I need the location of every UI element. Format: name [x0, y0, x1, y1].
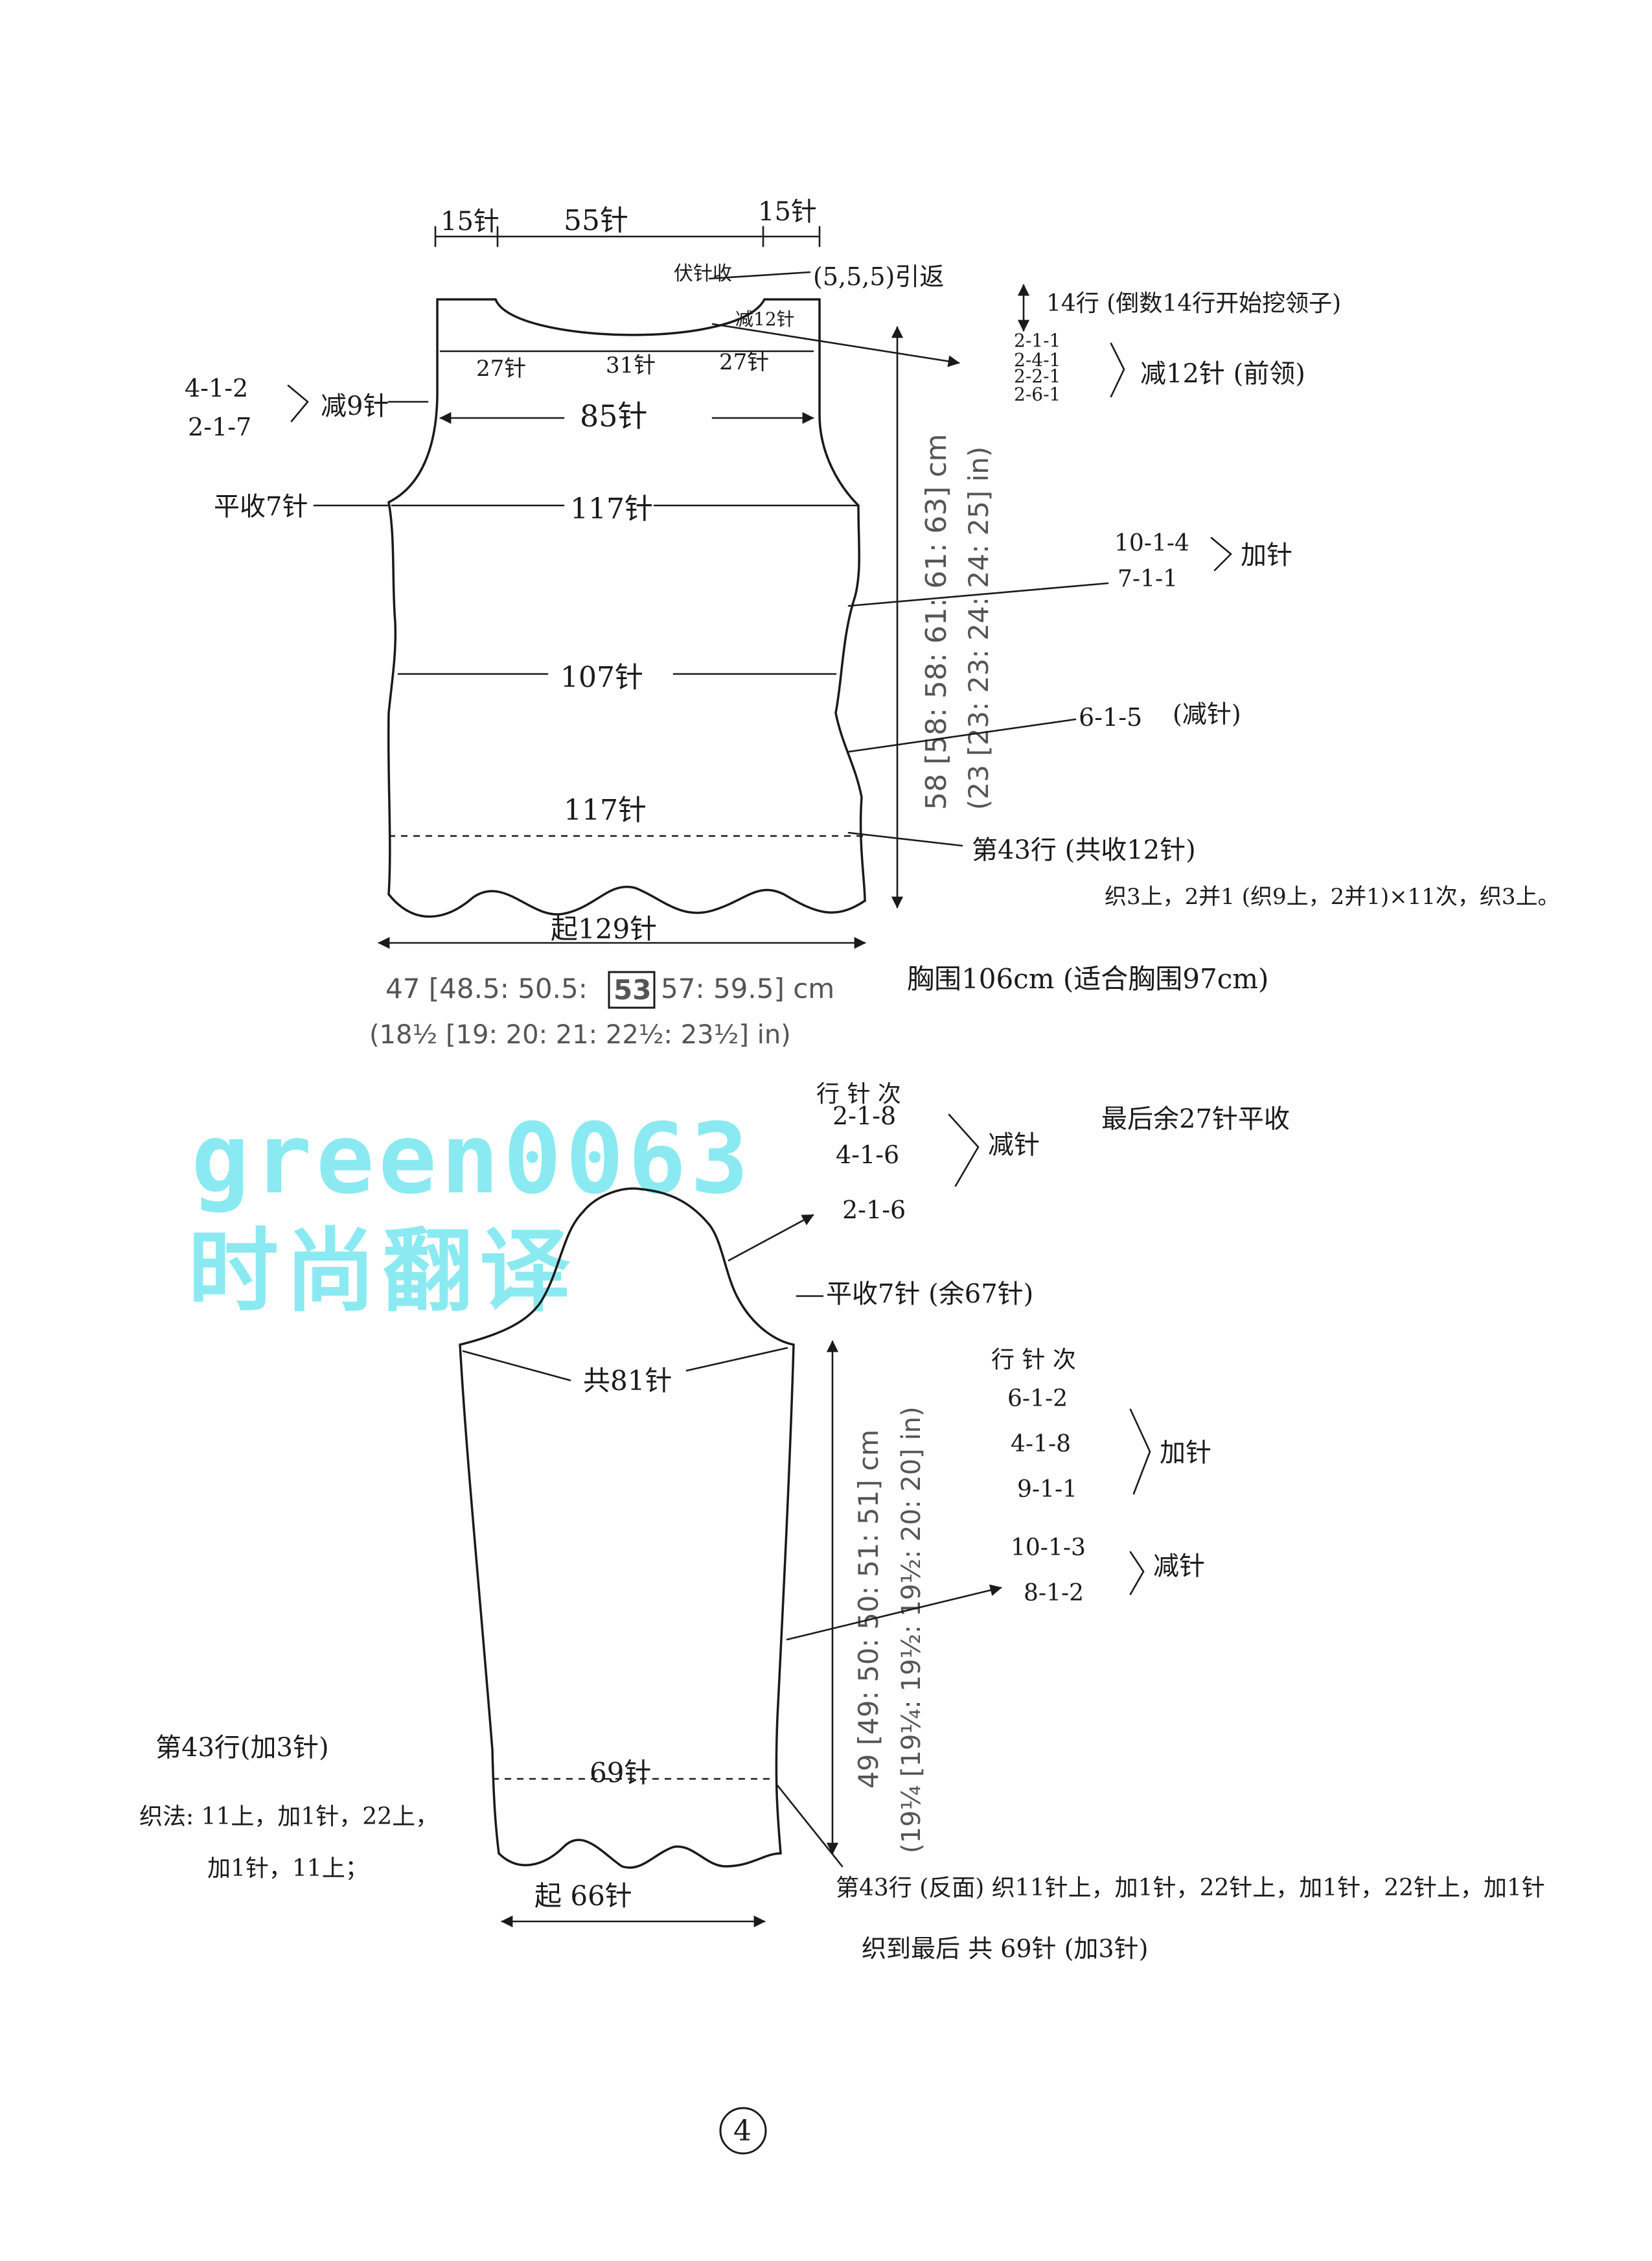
- sleeve-height-print-in: (19¼ [19¼: 19½: 19½: 20: 20] in): [897, 1406, 926, 1853]
- body-piece-outline: [387, 298, 866, 918]
- dec-pointer: [847, 718, 1077, 753]
- neck-rule-4: 2-6-1: [1014, 384, 1061, 405]
- top-right-stitches: 15针: [758, 197, 817, 227]
- width-print-cm-b: 53: [614, 974, 651, 1006]
- cap-note: 最后余27针平收: [1101, 1104, 1290, 1134]
- neck-rule-1: 2-1-1: [1014, 330, 1061, 351]
- row-107: 107针: [560, 661, 643, 694]
- cap-bracket: [948, 1113, 980, 1187]
- sleeve-height-print-cm: 49 [49: 50: 50: 51: 51] cm: [853, 1430, 884, 1789]
- shoulder-left: 27针: [476, 356, 526, 382]
- sleeve-cast-on: 起 66针: [534, 1880, 632, 1912]
- sleeve-row43-left-line1: 织法: 11上，加1针，22上，: [139, 1803, 439, 1830]
- sleeve-dec-bracket: [1129, 1551, 1145, 1595]
- shoulder-mid: 31针: [606, 353, 656, 378]
- neck-rule-3: 2-2-1: [1014, 365, 1061, 387]
- cap-rule-3: 2-1-6: [842, 1196, 906, 1224]
- neck-rule-2: 2-4-1: [1014, 349, 1061, 371]
- sleeve-row43-right-line2: 织到最后 共 69针 (加3针): [862, 1934, 1148, 1963]
- sleeve-dec-label: 减针: [1153, 1551, 1205, 1581]
- watermark-line-1: green0063: [191, 1103, 753, 1216]
- neck-label: 减12针 (前领): [1140, 359, 1305, 389]
- bind-off-7: 平收7针: [214, 492, 308, 522]
- neck-side-right: 减12针: [735, 308, 795, 330]
- inc-pointer: [847, 582, 1109, 607]
- page-number-circle: [719, 2107, 767, 2155]
- inc-rule-2: 7-1-1: [1118, 566, 1178, 592]
- armhole-rule-1: 4-1-2: [185, 374, 248, 402]
- top-mid-stitches: 55针: [564, 204, 628, 237]
- sleeve-row43-right-line1: 第43行 (反面) 织11针上，加1针，22针上，加1针，22针上，加1针: [836, 1875, 1545, 1901]
- row81-left: [462, 1350, 571, 1382]
- sleeve-inc-rule-1: 6-1-2: [1007, 1386, 1068, 1412]
- watermark-line-2: 时尚翻译: [188, 1219, 577, 1325]
- neck-side-left: 伏针收: [674, 262, 732, 285]
- cap-rule-2: 4-1-6: [836, 1141, 899, 1169]
- neck-pointer: [708, 271, 811, 280]
- chest-note: 胸围106cm (适合胸围97cm): [907, 963, 1268, 995]
- sleeve-bind-off: 平收7针 (余67针): [826, 1279, 1033, 1309]
- height-print-in: (23 [23: 23: 24: 24: 25] in): [963, 446, 994, 810]
- height-print-cm: 58 [58: 58: 61: 61: 63] cm: [920, 434, 953, 810]
- row-69: 69针: [590, 1757, 651, 1789]
- row-117-bottom: 117针: [564, 794, 647, 827]
- armhole-bracket: [287, 384, 309, 423]
- neck-rows-note: 14行 (倒数14行开始挖领子): [1046, 290, 1341, 317]
- total-81: 共81针: [583, 1365, 672, 1397]
- inc-rule-1: 10-1-4: [1114, 530, 1189, 557]
- sleeve-inc-label: 加针: [1160, 1438, 1211, 1468]
- dec-rule: 6-1-5: [1079, 703, 1142, 732]
- inc-label: 加针: [1241, 540, 1292, 570]
- cap-arrow: [728, 1214, 814, 1262]
- width-print-cm-c: 57: 59.5] cm: [661, 973, 834, 1004]
- sleeve-row43-left-title: 第43行(加3针): [155, 1733, 329, 1763]
- sleeve-inc-rule-3: 9-1-1: [1017, 1476, 1077, 1503]
- page-number: 4: [733, 2115, 751, 2148]
- sleeve-inc-rule-2: 4-1-8: [1011, 1431, 1071, 1457]
- dec-label: (减针): [1173, 700, 1241, 728]
- sleeve-row43-pointer: [776, 1784, 843, 1868]
- sleeve-inc-bracket: [1129, 1408, 1151, 1495]
- cap-rule-1: 2-1-8: [832, 1102, 896, 1130]
- row43-label: 第43行 (共收12针): [972, 835, 1196, 865]
- sleeve-dec-rule-1: 10-1-3: [1011, 1535, 1086, 1561]
- sleeve-piece-outline: [459, 1187, 795, 1869]
- top-left-stitches: 15针: [441, 207, 499, 237]
- row-85: 85针: [580, 399, 648, 434]
- width-print-in: (18½ [19: 20: 21: 22½: 23½] in): [369, 1020, 791, 1050]
- sleeve-row43-left-line2: 加1针，11上；: [207, 1855, 369, 1882]
- neck-bracket: [1110, 342, 1125, 398]
- width-print-cm-a: 47 [48.5: 50.5:: [385, 973, 588, 1004]
- body-top-width-arrow: [434, 226, 821, 248]
- row81-right: [685, 1347, 788, 1372]
- inc-bracket: [1210, 537, 1232, 572]
- sleeve-dec-arrow: [786, 1584, 1002, 1641]
- shoulder-right: 27针: [719, 349, 769, 375]
- neck-arrow: [711, 323, 960, 367]
- armhole-rule-2: 2-1-7: [188, 413, 251, 441]
- bind-off-note: (5,5,5)引返: [813, 262, 944, 291]
- inc-header: 行 针 次: [991, 1347, 1076, 1373]
- size-highlight-box: [608, 971, 656, 1009]
- cap-header: 行 针 次: [816, 1081, 901, 1107]
- row-117-top: 117针: [570, 493, 653, 526]
- cap-label: 减针: [988, 1130, 1040, 1160]
- armhole-label: 减9针: [321, 391, 389, 421]
- row43-pointer: [847, 831, 963, 847]
- sleeve-dec-rule-2: 8-1-2: [1024, 1580, 1084, 1606]
- row43-detail: 织3上，2并1 (织9上，2并1)×11次，织3上。: [1105, 884, 1560, 910]
- cast-on: 起129针: [551, 913, 657, 945]
